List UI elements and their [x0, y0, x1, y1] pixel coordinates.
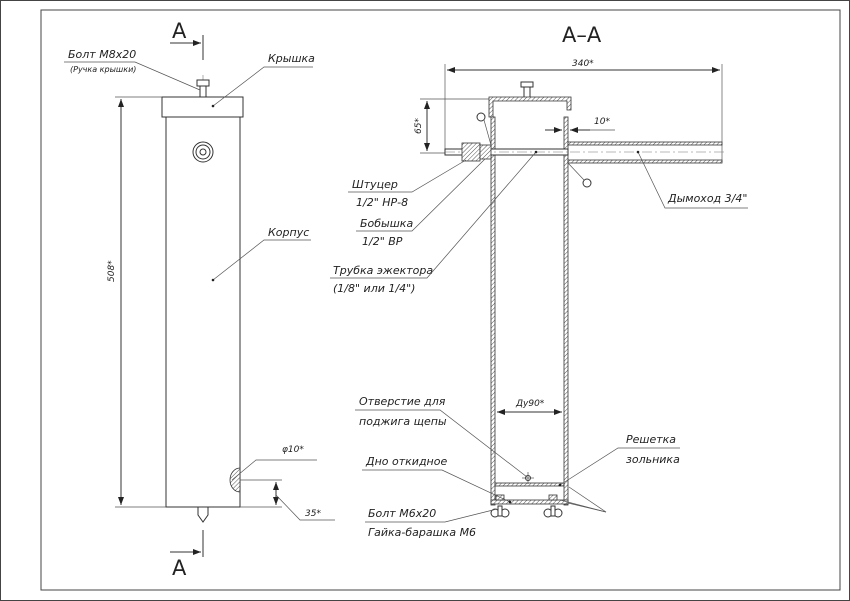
- bottom-bolt: [197, 506, 209, 523]
- gap-dim: 10*: [594, 117, 610, 127]
- ignition-hole-mark: [522, 472, 534, 484]
- lid-bolt-shank: [523, 86, 531, 99]
- bolt-shank: [199, 85, 207, 98]
- section-mark-bottom: A: [172, 556, 187, 580]
- bolt-head: [196, 79, 210, 87]
- boss: [479, 144, 492, 160]
- wing-nut-label: Гайка-барашка М6: [368, 526, 476, 539]
- tube-spec: (1/8" или 1/4"): [333, 282, 415, 295]
- bolt-m8-note: (Ручка крышки): [70, 65, 136, 74]
- lid-height-dim: 65*: [414, 118, 424, 134]
- lid: [161, 96, 244, 118]
- body-wall-right: [563, 116, 569, 506]
- hole-height-dim: 35*: [305, 509, 321, 519]
- bolt-m6-label: Болт М6х20: [368, 507, 436, 520]
- bolt-m8-label: Болт М8х20: [68, 48, 136, 61]
- body-wall-left: [490, 116, 496, 506]
- section-mark-top: A: [172, 19, 187, 43]
- body-label: Корпус: [268, 226, 309, 239]
- section-view: А–А 340* 65* 10*: [330, 23, 748, 539]
- flue-top-wall: [567, 141, 723, 146]
- ignition-hole: [229, 467, 241, 493]
- width-dim: 340*: [572, 59, 594, 69]
- lid-bolt-head: [520, 81, 534, 88]
- lid-section: [488, 96, 572, 118]
- grate-label-2: зольника: [626, 453, 680, 466]
- flue-label: Дымоход 3/4": [667, 192, 747, 205]
- fitting-circle: [192, 141, 214, 163]
- drawing-frame: [40, 9, 841, 591]
- diameter-dim: Ду90*: [515, 399, 545, 409]
- lid-label: Крышка: [268, 52, 315, 65]
- fitting-spec: 1/2" НР-8: [356, 196, 408, 209]
- section-title: А–А: [562, 23, 602, 47]
- ignition-hole-label-1: Отверстие для: [359, 395, 446, 408]
- fitting-label: Штуцер: [352, 178, 398, 191]
- hinged-bottom: [490, 499, 569, 505]
- ignition-hole-label-2: поджига щепы: [359, 415, 447, 428]
- height-dim: 508*: [107, 260, 117, 282]
- boss-spec: 1/2" ВР: [362, 235, 403, 248]
- bottom-label: Дно откидное: [365, 455, 447, 468]
- boss-label: Бобышка: [360, 217, 413, 230]
- fitting-nipple: [461, 142, 481, 162]
- flue-bottom-wall: [567, 159, 723, 164]
- tube-label: Трубка эжектора: [333, 264, 433, 277]
- weld-leaders: [559, 486, 607, 513]
- wing-nut-right: [543, 494, 563, 518]
- hole-dim: φ10*: [282, 445, 304, 455]
- weld-symbol: [476, 112, 486, 122]
- grate-label-1: Решетка: [626, 433, 676, 446]
- front-view: A 508* 35* Болт М8х20: [64, 19, 335, 580]
- ash-grate: [494, 482, 565, 487]
- body-tube: [165, 116, 241, 508]
- weld-symbol: [582, 178, 592, 188]
